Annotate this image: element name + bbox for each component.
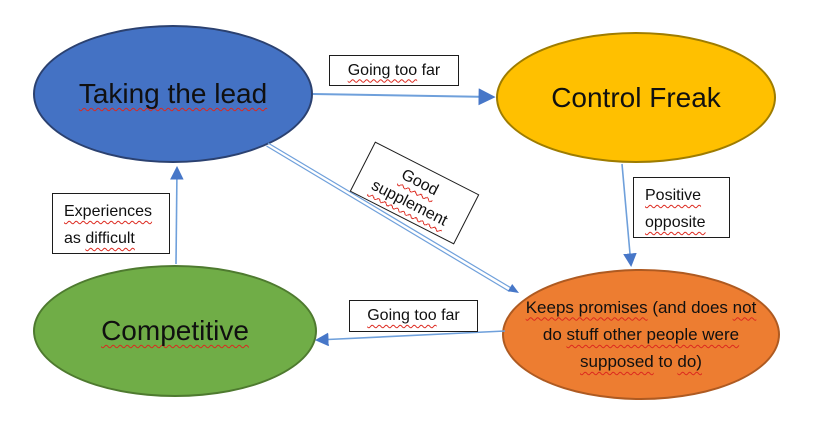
node-label-taking-the-lead: Taking the lead <box>78 78 268 110</box>
node-keeps-promises: Keeps promises (and does not do stuff ot… <box>502 269 780 400</box>
edge-label-experiences-as-difficult-text: Experiences as difficult <box>64 203 153 247</box>
node-label-keeps-promises: Keeps promises (and does not do stuff ot… <box>525 297 757 372</box>
node-taking-the-lead: Taking the lead <box>33 25 313 163</box>
arrow-lead-to-keeps-head <box>507 284 519 293</box>
node-control-freak: Control Freak <box>496 32 776 163</box>
edge-label-going-too-far-top: Going too far <box>329 55 459 86</box>
node-label-competitive: Competitive <box>101 315 249 347</box>
edge-label-experiences-as-difficult: Experiences as difficult <box>52 193 170 254</box>
edge-label-positive-opposite-text: Positive opposite <box>645 187 706 231</box>
edge-label-positive-opposite: Positive opposite <box>633 177 730 238</box>
arrow-controlfreak-to-keeps <box>621 163 637 268</box>
arrow-competitive-to-lead <box>170 165 184 265</box>
edge-label-good-supplement-text: Good supplement <box>368 166 450 230</box>
arrow-keeps-to-competitive <box>314 330 506 347</box>
node-competitive: Competitive <box>33 265 317 397</box>
edge-label-going-too-far-bottom: Going too far <box>349 300 478 332</box>
arrow-lead-to-controlfreak <box>312 88 496 106</box>
node-label-control-freak: Control Freak <box>551 81 721 113</box>
edge-label-good-supplement: Good supplement <box>349 141 480 245</box>
edge-label-going-too-far-top-text: Going too far <box>347 61 441 79</box>
edge-label-going-too-far-bottom-text: Going too far <box>367 307 460 324</box>
